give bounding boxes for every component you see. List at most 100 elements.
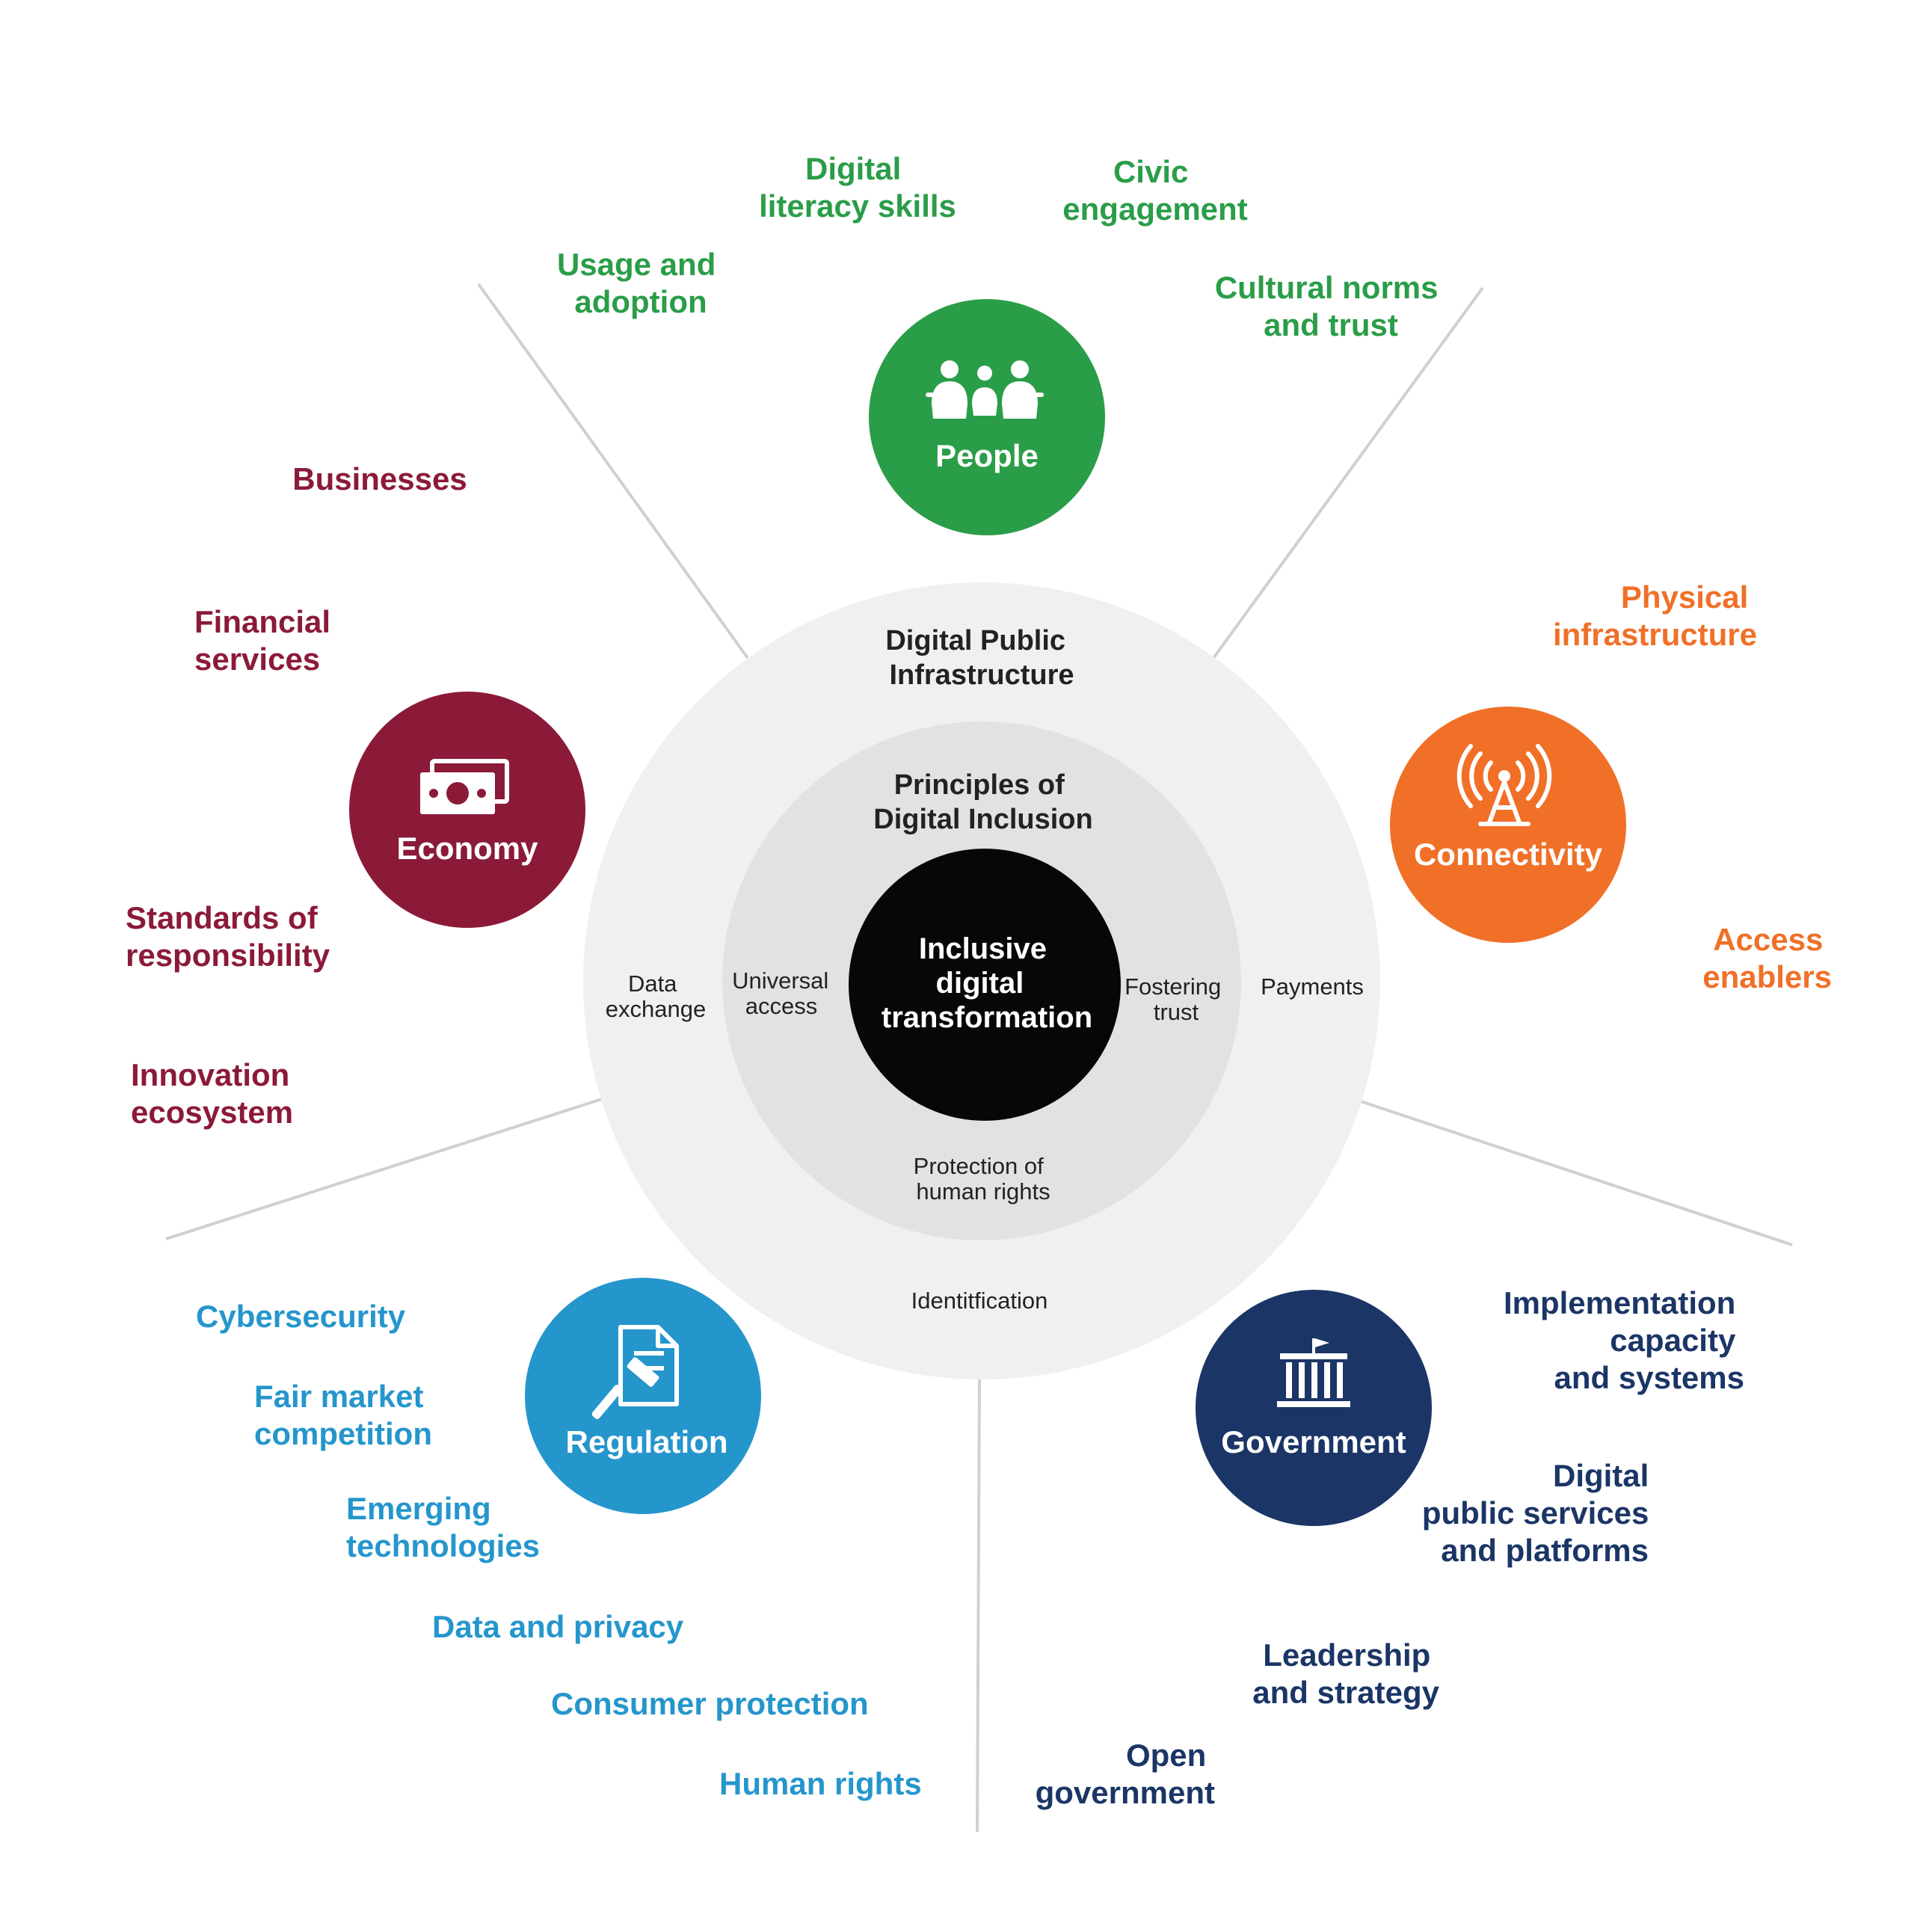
people-group-icon [926, 360, 1044, 419]
economy-item-financial-services: Financial services [194, 604, 339, 677]
principle-line: trust [1154, 999, 1199, 1025]
outer-label-line: Digital [805, 151, 901, 186]
outer-label-line: Emerging [346, 1491, 491, 1526]
outer-label-line: and strategy [1252, 1675, 1439, 1710]
core-circle [849, 849, 1121, 1121]
divider-line-right [1360, 1100, 1793, 1246]
outer-label-line: and trust [1264, 307, 1398, 342]
radio-tower-icon [1456, 744, 1552, 826]
pillar-people: People [869, 299, 1105, 535]
connectivity-item-access-enablers: Access enablers [1702, 922, 1832, 994]
pillar-government-label: Government [1221, 1424, 1406, 1459]
outer-label-line: and systems [1554, 1360, 1744, 1395]
core-label: Inclusive digital transformation [882, 932, 1092, 1034]
outer-label-line: enablers [1702, 959, 1832, 994]
people-item-usage-adoption: Usage and adoption [557, 247, 724, 319]
outer-label-line: infrastructure [1553, 617, 1757, 652]
core-label-line: digital [936, 967, 1024, 1000]
outer-label-line: Financial [194, 604, 330, 639]
core-label-line: Inclusive [919, 932, 1047, 965]
connectivity-item-physical-infrastructure: Physical infrastructure [1553, 579, 1757, 652]
outer-label-line: ecosystem [131, 1095, 293, 1130]
people-item-digital-literacy: Digital literacy skills [759, 151, 956, 224]
principles-title: Principles of Digital Inclusion [873, 769, 1092, 835]
pillar-connectivity: Connectivity [1390, 707, 1626, 943]
government-item-leadership: Leadership and strategy [1252, 1637, 1439, 1710]
pillar-regulation: Regulation [525, 1278, 761, 1514]
banknotes-icon [420, 759, 509, 814]
pillar-people-label: People [935, 438, 1039, 473]
pillar-regulation-circle [525, 1278, 761, 1514]
gavel-document-icon [591, 1325, 679, 1419]
pillar-government-circle [1196, 1290, 1432, 1526]
outer-label-line: engagement [1062, 191, 1247, 227]
outer-label-line: Consumer protection [551, 1686, 869, 1721]
people-item-cultural-norms: Cultural norms and trust [1215, 270, 1447, 342]
outer-label-line: Digital [1553, 1458, 1649, 1493]
sector-dividers [165, 283, 1793, 1833]
divider-line-top-left [477, 283, 749, 659]
outer-label-line: technologies [346, 1528, 540, 1563]
dpi-title: Digital Public Infrastructure [885, 625, 1074, 691]
outer-label-line: Physical [1621, 579, 1748, 615]
principle-line: access [745, 993, 817, 1019]
outer-label-line: Implementation [1504, 1285, 1735, 1320]
pillar-economy-label: Economy [396, 831, 538, 866]
outer-label-line: government [1036, 1775, 1215, 1810]
pillar-connectivity-label: Connectivity [1414, 837, 1603, 872]
regulation-item-consumer-protection: Consumer protection [551, 1686, 869, 1721]
outer-label-line: competition [254, 1416, 432, 1451]
principles-title-line: Digital Inclusion [873, 804, 1092, 835]
dpi-item-line: Payments [1261, 973, 1364, 1000]
divider-line-left [165, 1098, 603, 1240]
principles-title-line: Principles of [894, 769, 1065, 801]
outer-label-line: services [194, 642, 320, 677]
dpi-title-line: Digital Public [885, 625, 1065, 656]
dpi-item-line: Data [628, 970, 677, 997]
outer-label-line: Businesses [292, 461, 467, 496]
outer-label-line: Leadership [1263, 1637, 1430, 1673]
outer-label-line: adoption [574, 284, 707, 319]
principle-line: Universal [732, 967, 828, 994]
government-item-digital-public-services: Digital public services and platforms [1422, 1458, 1658, 1568]
economy-item-standards: Standards of responsibility [126, 900, 330, 973]
outer-label-line: capacity [1610, 1323, 1736, 1358]
core-label-line: transformation [882, 1001, 1092, 1034]
principle-line: Fostering [1125, 973, 1221, 1000]
regulation-item-data-privacy: Data and privacy [432, 1609, 684, 1644]
outer-label-line: Data and privacy [432, 1609, 684, 1644]
government-item-open-government: Open government [1036, 1738, 1215, 1810]
outer-label-line: public services [1422, 1495, 1649, 1530]
outer-label-line: Fair market [254, 1379, 423, 1414]
outer-label-line: Access [1713, 922, 1823, 957]
regulation-item-emerging-tech: Emerging technologies [346, 1491, 540, 1563]
dpi-item-identification: Identitfication [911, 1288, 1048, 1314]
pillar-regulation-label: Regulation [566, 1424, 728, 1459]
principle-line: human rights [916, 1178, 1050, 1205]
outer-label-line: literacy skills [759, 188, 956, 224]
principle-human-rights: Protection of human rights [914, 1153, 1050, 1205]
dpi-item-payments: Payments [1261, 973, 1364, 1000]
outer-label-line: Standards of [126, 900, 319, 935]
outer-label-line: responsibility [126, 938, 330, 973]
pillar-government: Government [1196, 1290, 1432, 1526]
outer-label-line: Usage and [557, 247, 716, 282]
dpi-item-line: exchange [606, 996, 706, 1022]
economy-item-innovation: Innovation ecosystem [131, 1057, 298, 1130]
outer-label-line: and platforms [1441, 1533, 1649, 1568]
regulation-item-human-rights: Human rights [719, 1766, 922, 1801]
dpi-title-line: Infrastructure [889, 659, 1074, 691]
regulation-item-fair-market: Fair market competition [254, 1379, 432, 1451]
principle-fostering-trust: Fostering trust [1125, 973, 1228, 1025]
people-item-civic-engagement: Civic engagement [1062, 154, 1247, 227]
outer-label-line: Open [1126, 1738, 1206, 1773]
outer-label-line: Innovation [131, 1057, 289, 1092]
regulation-item-cybersecurity: Cybersecurity [196, 1299, 406, 1334]
outer-label-line: Civic [1113, 154, 1188, 189]
outer-label-line: Cultural norms [1215, 270, 1439, 305]
principle-line: Protection of [914, 1153, 1044, 1179]
divider-line-bottom [976, 1377, 981, 1833]
principle-universal-access: Universal access [732, 967, 835, 1019]
dpi-item-line: Identitfication [911, 1288, 1048, 1314]
